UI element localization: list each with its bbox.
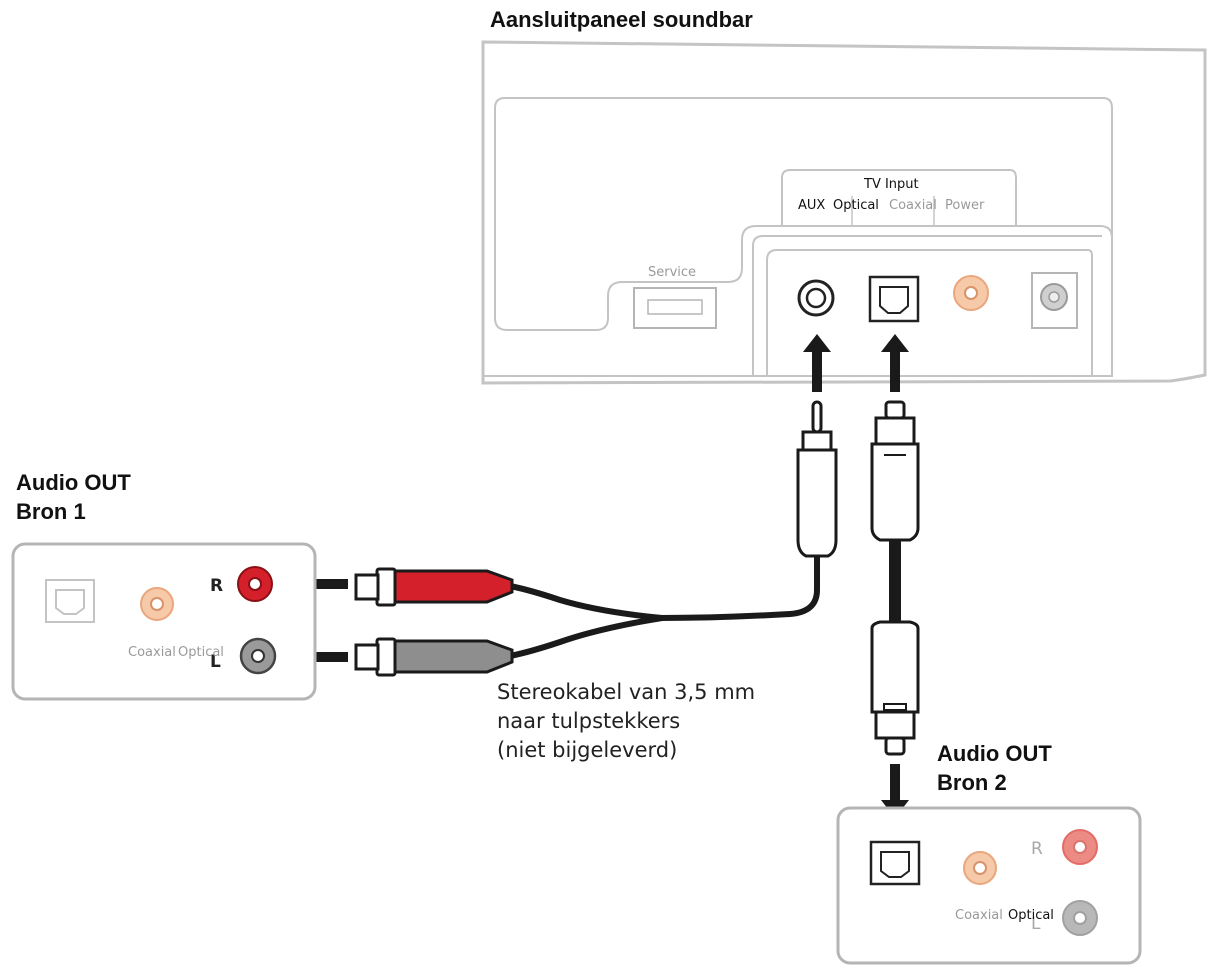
cable-caption-line1: Stereokabel van 3,5 mm <box>497 680 755 704</box>
power-port <box>1031 272 1078 329</box>
source1-device <box>11 542 317 701</box>
cable-caption-line2: naar tulpstekkers <box>497 709 680 733</box>
stereo-cable <box>354 400 838 677</box>
optical-cable <box>870 400 920 756</box>
cable-caption-line3: (niet bijgeleverd) <box>497 738 677 762</box>
soundbar-title: Aansluitpaneel soundbar <box>490 7 753 32</box>
port-optical-label: Optical <box>833 198 879 213</box>
source2-device <box>836 806 1142 965</box>
source1-label-r: R <box>210 576 223 596</box>
port-coaxial-label: Coaxial <box>889 198 937 213</box>
service-port <box>633 287 717 329</box>
coaxial-port <box>953 275 989 311</box>
source2-label-r: R <box>1031 839 1043 859</box>
source1-title-line2: Bron 1 <box>16 499 86 524</box>
optical-port <box>868 275 920 323</box>
source2-title-line2: Bron 2 <box>937 770 1007 795</box>
port-power-label: Power <box>945 198 985 213</box>
source2-label-optical: Optical <box>1008 908 1054 923</box>
service-label: Service <box>648 265 696 280</box>
source2-label-coaxial: Coaxial <box>955 908 1003 923</box>
source2-label-l: L <box>1031 914 1041 934</box>
source1-label-l: L <box>210 652 221 672</box>
source1-label-coaxial: Coaxial <box>128 645 176 660</box>
arrow-into-aux <box>803 334 831 392</box>
source2-title-line1: Audio OUT <box>937 741 1052 766</box>
arrow-into-optical <box>881 334 909 392</box>
tv-input-label: TV Input <box>863 177 919 192</box>
source1-title-line1: Audio OUT <box>16 470 131 495</box>
port-aux-label: AUX <box>798 198 825 213</box>
aux-port <box>797 279 835 317</box>
source1-label-optical: Optical <box>178 645 224 660</box>
